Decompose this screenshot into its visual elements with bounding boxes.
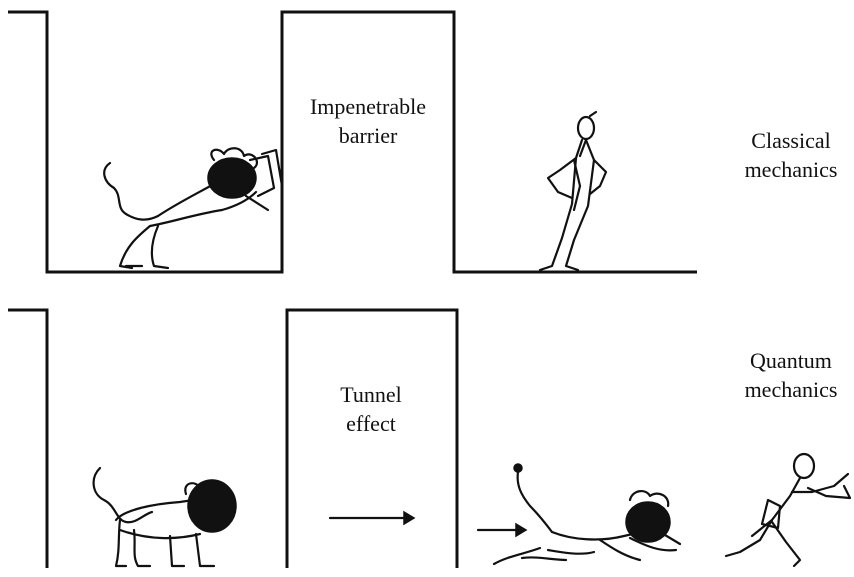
quantum-potential-outline [8,310,457,568]
lion-icon [104,148,282,268]
barrier-label: Impenetrable barrier [290,92,446,150]
lion-icon [494,464,680,564]
classical-mechanics-label: Classical mechanics [728,126,854,184]
barrier-label-line2: barrier [290,121,446,150]
quantum-label-line2: mechanics [728,375,854,404]
tunnel-label-line2: effect [296,409,446,438]
man-icon [540,112,606,270]
classical-label-line1: Classical [728,126,854,155]
quantum-label-line1: Quantum [728,346,854,375]
man-icon [726,454,850,566]
arrow-icon [330,512,414,524]
arrow-icon [478,524,526,536]
classical-label-line2: mechanics [728,155,854,184]
quantum-mechanics-label: Quantum mechanics [728,346,854,404]
barrier-label-line1: Impenetrable [290,92,446,121]
tunnel-effect-label: Tunnel effect [296,380,446,438]
tunnel-label-line1: Tunnel [296,380,446,409]
lion-icon [94,468,236,566]
